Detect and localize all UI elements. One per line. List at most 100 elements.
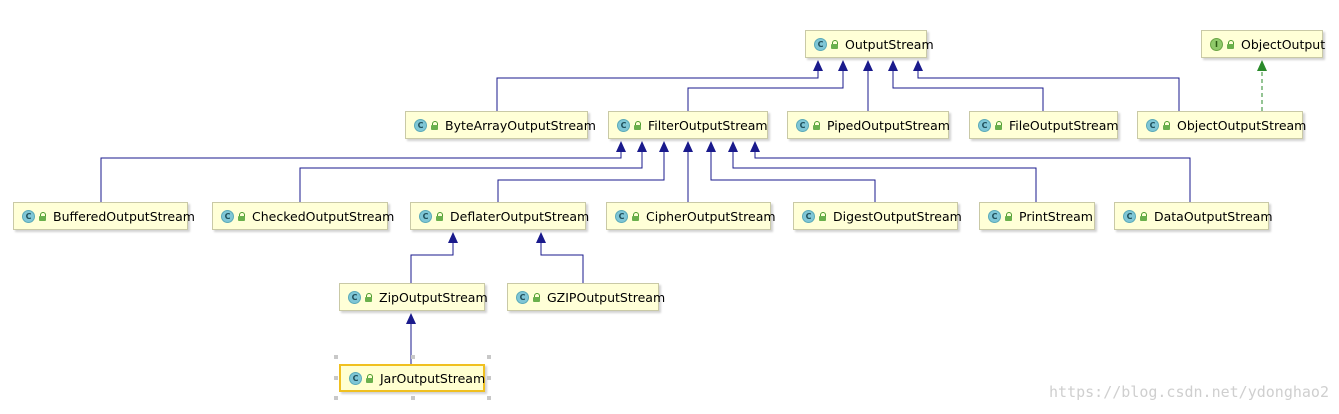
node-label: DataOutputStream xyxy=(1154,208,1273,224)
arrowhead-data-output-stream-to-filter-output-stream xyxy=(750,141,760,152)
class-icon: C xyxy=(978,118,991,132)
node-deflater-output-stream[interactable]: C DeflaterOutputStream xyxy=(410,202,590,230)
arrowhead-piped-output-stream-to-output-stream xyxy=(863,60,873,71)
arrowhead-object-output-stream-to-output-stream xyxy=(913,60,923,71)
node-gzipoutput-stream[interactable]: C GZIPOutputStream xyxy=(507,283,665,311)
class-icon: C xyxy=(348,290,361,304)
arrowhead-checked-output-stream-to-filter-output-stream xyxy=(637,141,647,152)
class-icon: C xyxy=(1123,209,1136,223)
arrowhead-jar-output-stream-to-zip-output-stream xyxy=(406,313,416,324)
node-cipher-output-stream[interactable]: C CipherOutputStream xyxy=(606,202,776,230)
node-file-output-stream[interactable]: C FileOutputStream xyxy=(969,111,1119,139)
class-icon: C xyxy=(419,209,432,223)
node-output-stream[interactable]: C OutputStream xyxy=(805,30,934,58)
node-zip-output-stream[interactable]: C ZipOutputStream xyxy=(339,283,488,311)
node-buffered-output-stream[interactable]: C BufferedOutputStream xyxy=(13,202,195,230)
public-visibility-icon xyxy=(831,39,839,49)
selection-handle[interactable] xyxy=(334,376,338,380)
node-label: ZipOutputStream xyxy=(379,289,488,305)
watermark-text: https://blog.csdn.net/ydonghao2 xyxy=(1049,383,1329,401)
arrowhead-print-stream-to-filter-output-stream xyxy=(728,141,738,152)
edge-deflater-output-stream-to-filter-output-stream xyxy=(497,151,665,202)
public-visibility-icon xyxy=(533,292,541,302)
arrowhead-filter-output-stream-to-output-stream xyxy=(838,60,848,71)
node-object-output-stream[interactable]: C ObjectOutputStream xyxy=(1137,111,1307,139)
public-visibility-icon xyxy=(436,211,444,221)
node-checked-output-stream[interactable]: C CheckedOutputStream xyxy=(212,202,394,230)
node-object-output[interactable]: I ObjectOutput xyxy=(1201,30,1326,58)
node-label: PrintStream xyxy=(1019,208,1093,224)
node-label: CipherOutputStream xyxy=(646,208,776,224)
node-label: ObjectOutput xyxy=(1241,36,1326,52)
class-icon: C xyxy=(988,209,1001,223)
selection-handle[interactable] xyxy=(334,396,338,400)
public-visibility-icon xyxy=(431,120,439,130)
class-icon: C xyxy=(814,37,827,51)
node-label: DeflaterOutputStream xyxy=(450,208,590,224)
edge-byte-array-output-stream-to-output-stream xyxy=(496,70,819,111)
public-visibility-icon xyxy=(1005,211,1013,221)
arrowhead-byte-array-output-stream-to-output-stream xyxy=(813,60,823,71)
arrowhead-deflater-output-stream-to-filter-output-stream xyxy=(659,141,669,152)
edge-object-output-stream-to-output-stream xyxy=(917,70,1180,111)
selection-handle[interactable] xyxy=(334,355,338,359)
class-icon: C xyxy=(221,209,234,223)
public-visibility-icon xyxy=(819,211,827,221)
arrowhead-file-output-stream-to-output-stream xyxy=(888,60,898,71)
public-visibility-icon xyxy=(634,120,642,130)
public-visibility-icon xyxy=(1227,39,1235,49)
public-visibility-icon xyxy=(366,373,374,383)
class-icon: C xyxy=(1146,118,1159,132)
node-label: ObjectOutputStream xyxy=(1177,117,1307,133)
selection-handle[interactable] xyxy=(487,355,491,359)
edge-zip-output-stream-to-deflater-output-stream xyxy=(410,242,454,283)
public-visibility-icon xyxy=(632,211,640,221)
node-filter-output-stream[interactable]: C FilterOutputStream xyxy=(608,111,768,139)
selection-handle[interactable] xyxy=(411,396,415,400)
node-print-stream[interactable]: C PrintStream xyxy=(979,202,1095,230)
arrowhead-gzipoutput-stream-to-deflater-output-stream xyxy=(536,232,546,243)
edge-gzipoutput-stream-to-deflater-output-stream xyxy=(540,242,584,283)
edge-print-stream-to-filter-output-stream xyxy=(732,151,1037,202)
selection-handle[interactable] xyxy=(487,396,491,400)
node-label: FileOutputStream xyxy=(1009,117,1119,133)
class-icon: C xyxy=(617,118,630,132)
node-jar-output-stream[interactable]: C JarOutputStream xyxy=(339,364,485,392)
node-label: OutputStream xyxy=(845,36,934,52)
node-data-output-stream[interactable]: C DataOutputStream xyxy=(1114,202,1273,230)
public-visibility-icon xyxy=(238,211,246,221)
node-label: BufferedOutputStream xyxy=(53,208,195,224)
public-visibility-icon xyxy=(995,120,1003,130)
public-visibility-icon xyxy=(39,211,47,221)
node-label: GZIPOutputStream xyxy=(547,289,666,305)
arrowhead-cipher-output-stream-to-filter-output-stream xyxy=(683,141,693,152)
node-label: FilterOutputStream xyxy=(648,117,768,133)
class-icon: C xyxy=(802,209,815,223)
node-label: PipedOutputStream xyxy=(827,117,950,133)
selection-handle[interactable] xyxy=(487,376,491,380)
edge-file-output-stream-to-output-stream xyxy=(892,70,1044,111)
class-icon: C xyxy=(516,290,529,304)
node-label: CheckedOutputStream xyxy=(252,208,395,224)
node-label: DigestOutputStream xyxy=(833,208,962,224)
public-visibility-icon xyxy=(1140,211,1148,221)
class-icon: C xyxy=(349,371,362,385)
public-visibility-icon xyxy=(813,120,821,130)
edge-data-output-stream-to-filter-output-stream xyxy=(754,151,1191,202)
public-visibility-icon xyxy=(365,292,373,302)
edge-filter-output-stream-to-output-stream xyxy=(687,70,844,111)
arrowhead-digest-output-stream-to-filter-output-stream xyxy=(706,141,716,152)
selection-handle[interactable] xyxy=(411,355,415,359)
node-digest-output-stream[interactable]: C DigestOutputStream xyxy=(793,202,962,230)
class-icon: C xyxy=(22,209,35,223)
edge-checked-output-stream-to-filter-output-stream xyxy=(299,151,643,202)
edge-digest-output-stream-to-filter-output-stream xyxy=(710,151,876,202)
class-icon: C xyxy=(615,209,628,223)
arrowhead-object-output-stream-to-object-output xyxy=(1257,60,1267,71)
node-label: JarOutputStream xyxy=(380,370,486,386)
interface-icon: I xyxy=(1210,37,1223,51)
